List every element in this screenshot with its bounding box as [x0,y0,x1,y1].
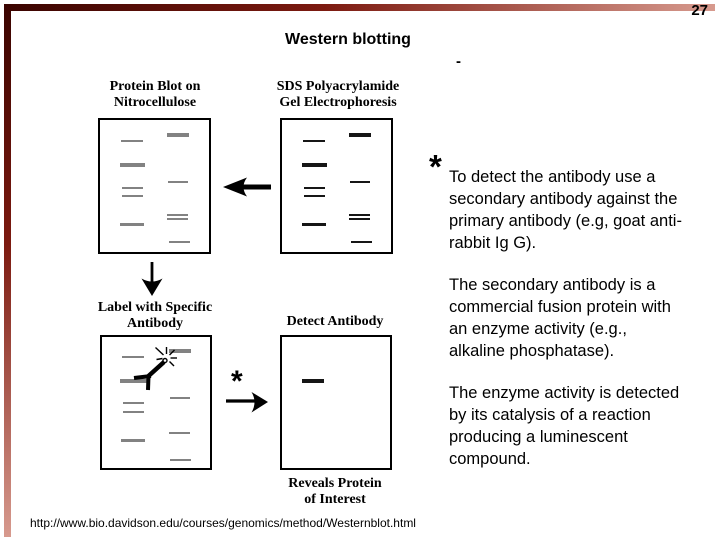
protein-band [170,459,191,461]
label-protein-blot: Protein Blot on Nitrocellulose [109,79,201,110]
note-enzyme-activity: The enzyme activity is detected by its c… [449,384,680,468]
protein-band [302,223,326,226]
note-bullet-asterisk: * [429,148,442,185]
sds-gel-box [280,118,393,254]
protein-band [123,411,144,413]
label-reveals-protein: Reveals Protein of Interest [288,476,382,507]
protein-band [123,402,144,404]
page-title: Western blotting [285,31,411,48]
protein-band [169,349,191,353]
protein-band [302,163,327,167]
protein-band [349,218,370,220]
page-number: 27 [691,2,708,19]
label-detect-antibody: Detect Antibody [286,314,384,329]
detection-asterisk: * [231,365,243,398]
protein-band [170,397,190,399]
label-sds-gel: SDS Polyacrylamide Gel Electrophoresis [276,79,400,110]
protein-band [349,133,371,137]
source-url: http://www.bio.davidson.edu/courses/geno… [30,516,416,530]
protein-band [167,214,188,216]
protein-band [304,187,325,189]
label-specific-antibody: Label with Specific Antibody [97,300,213,331]
protein-band [120,163,145,167]
protein-band [122,187,143,189]
protein-band [122,356,144,358]
protein-band [122,195,143,197]
protein-band [169,432,190,434]
protein-band [121,439,145,442]
protein-band [121,140,143,142]
protein-band [303,140,325,142]
protein-band [349,214,370,216]
protein-band [169,241,190,243]
downward-arrow-icon [141,262,163,296]
protein-band [304,195,325,197]
protein-band [350,181,370,183]
note-fusion-protein: The secondary antibody is a commercial f… [449,276,671,360]
detect-blot-box [280,335,392,470]
protein-band [167,133,189,137]
protein-band [120,223,144,226]
nitrocellulose-blot-box [98,118,211,254]
stray-dash: - [456,53,461,70]
protein-band [167,218,188,220]
protein-band [302,379,324,383]
transfer-arrow-icon [223,177,271,197]
note-secondary-antibody: To detect the antibody use a secondary a… [449,168,682,252]
protein-band [351,241,372,243]
left-accent-bar [4,4,11,537]
protein-band [168,181,188,183]
antibody-blot-box [100,335,212,470]
protein-band [120,379,147,383]
top-accent-bar [4,4,715,11]
